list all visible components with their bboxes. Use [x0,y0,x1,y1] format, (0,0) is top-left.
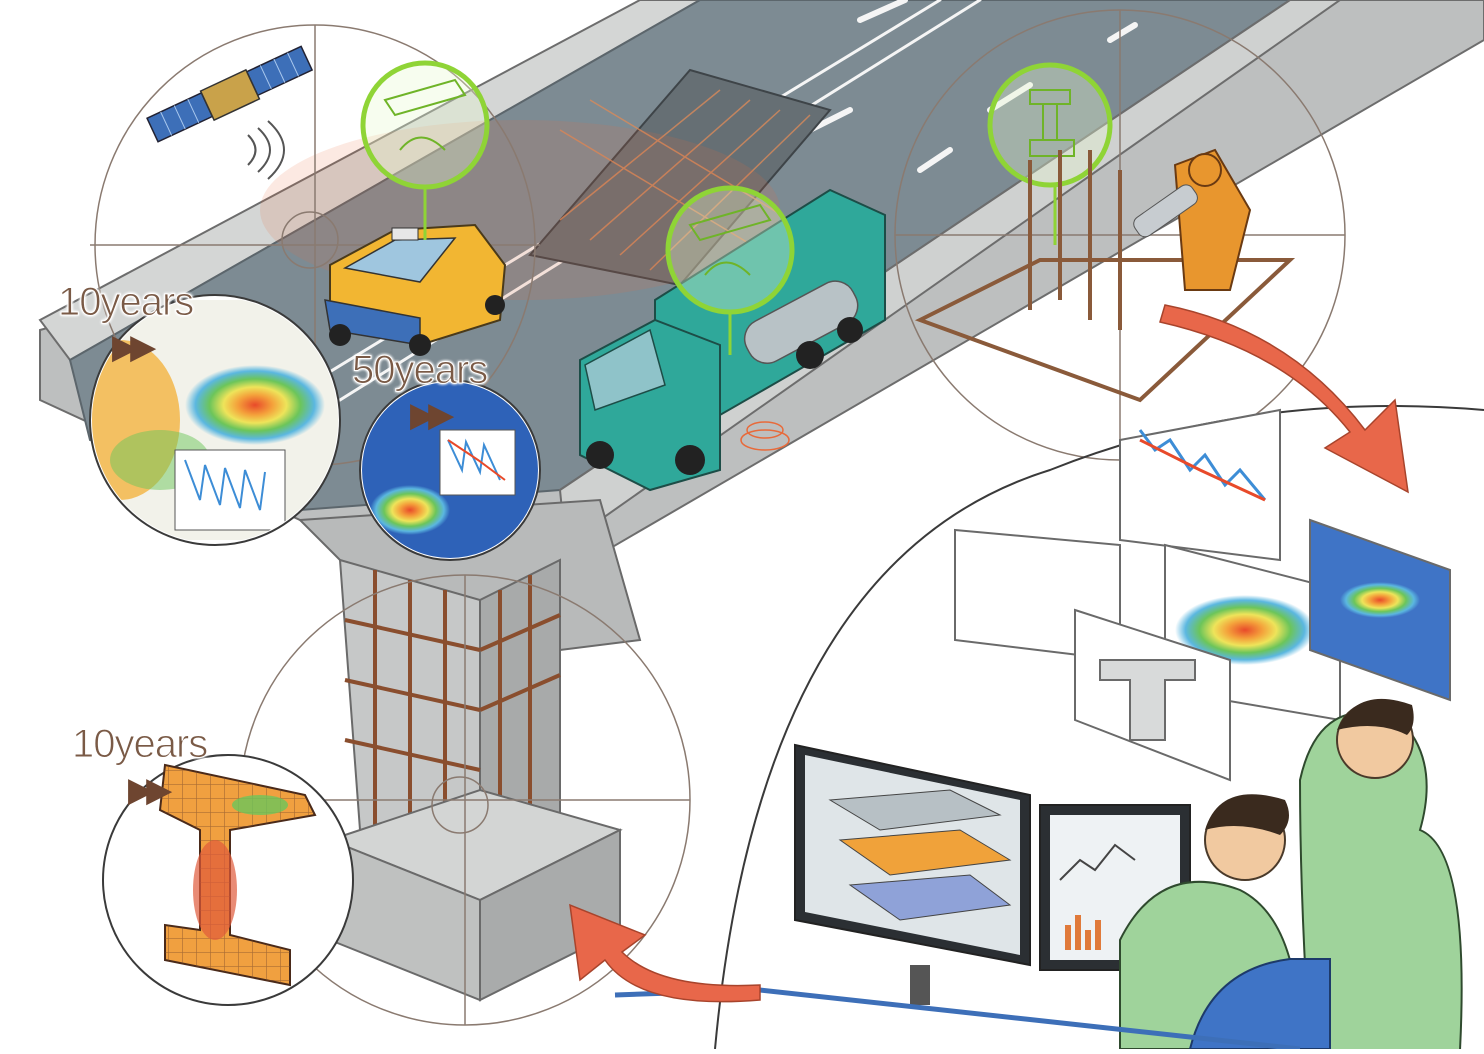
control-room-boundary [714,405,1484,1050]
arrow-to-pier [569,903,761,1003]
pier-10-years-label: 10years [71,722,208,766]
fast-forward-icon: ▶▶ [410,395,454,435]
flow-arrows [569,304,1409,1003]
arrow-to-control-room [1159,304,1409,494]
fast-forward-icon: ▶▶ [128,770,172,810]
maintenance-robot [914,148,1296,403]
fast-forward-icon: ▶▶ [112,327,156,367]
satellite [146,45,314,143]
taxi [324,223,507,356]
workers [1119,698,1463,1051]
inspection-truck [579,188,886,492]
deck-50-inset [359,379,541,561]
deck-10-years-label: 10years [57,280,194,324]
deck-10-inset [89,294,341,546]
deck-50-years-label: 50years [351,348,488,392]
satellite-signal-icon [247,120,285,180]
wall-displays [954,408,1451,782]
pier-10-inset [102,754,354,1006]
road-inspection-patch [528,68,832,287]
sensor-bubbles [360,60,1113,315]
